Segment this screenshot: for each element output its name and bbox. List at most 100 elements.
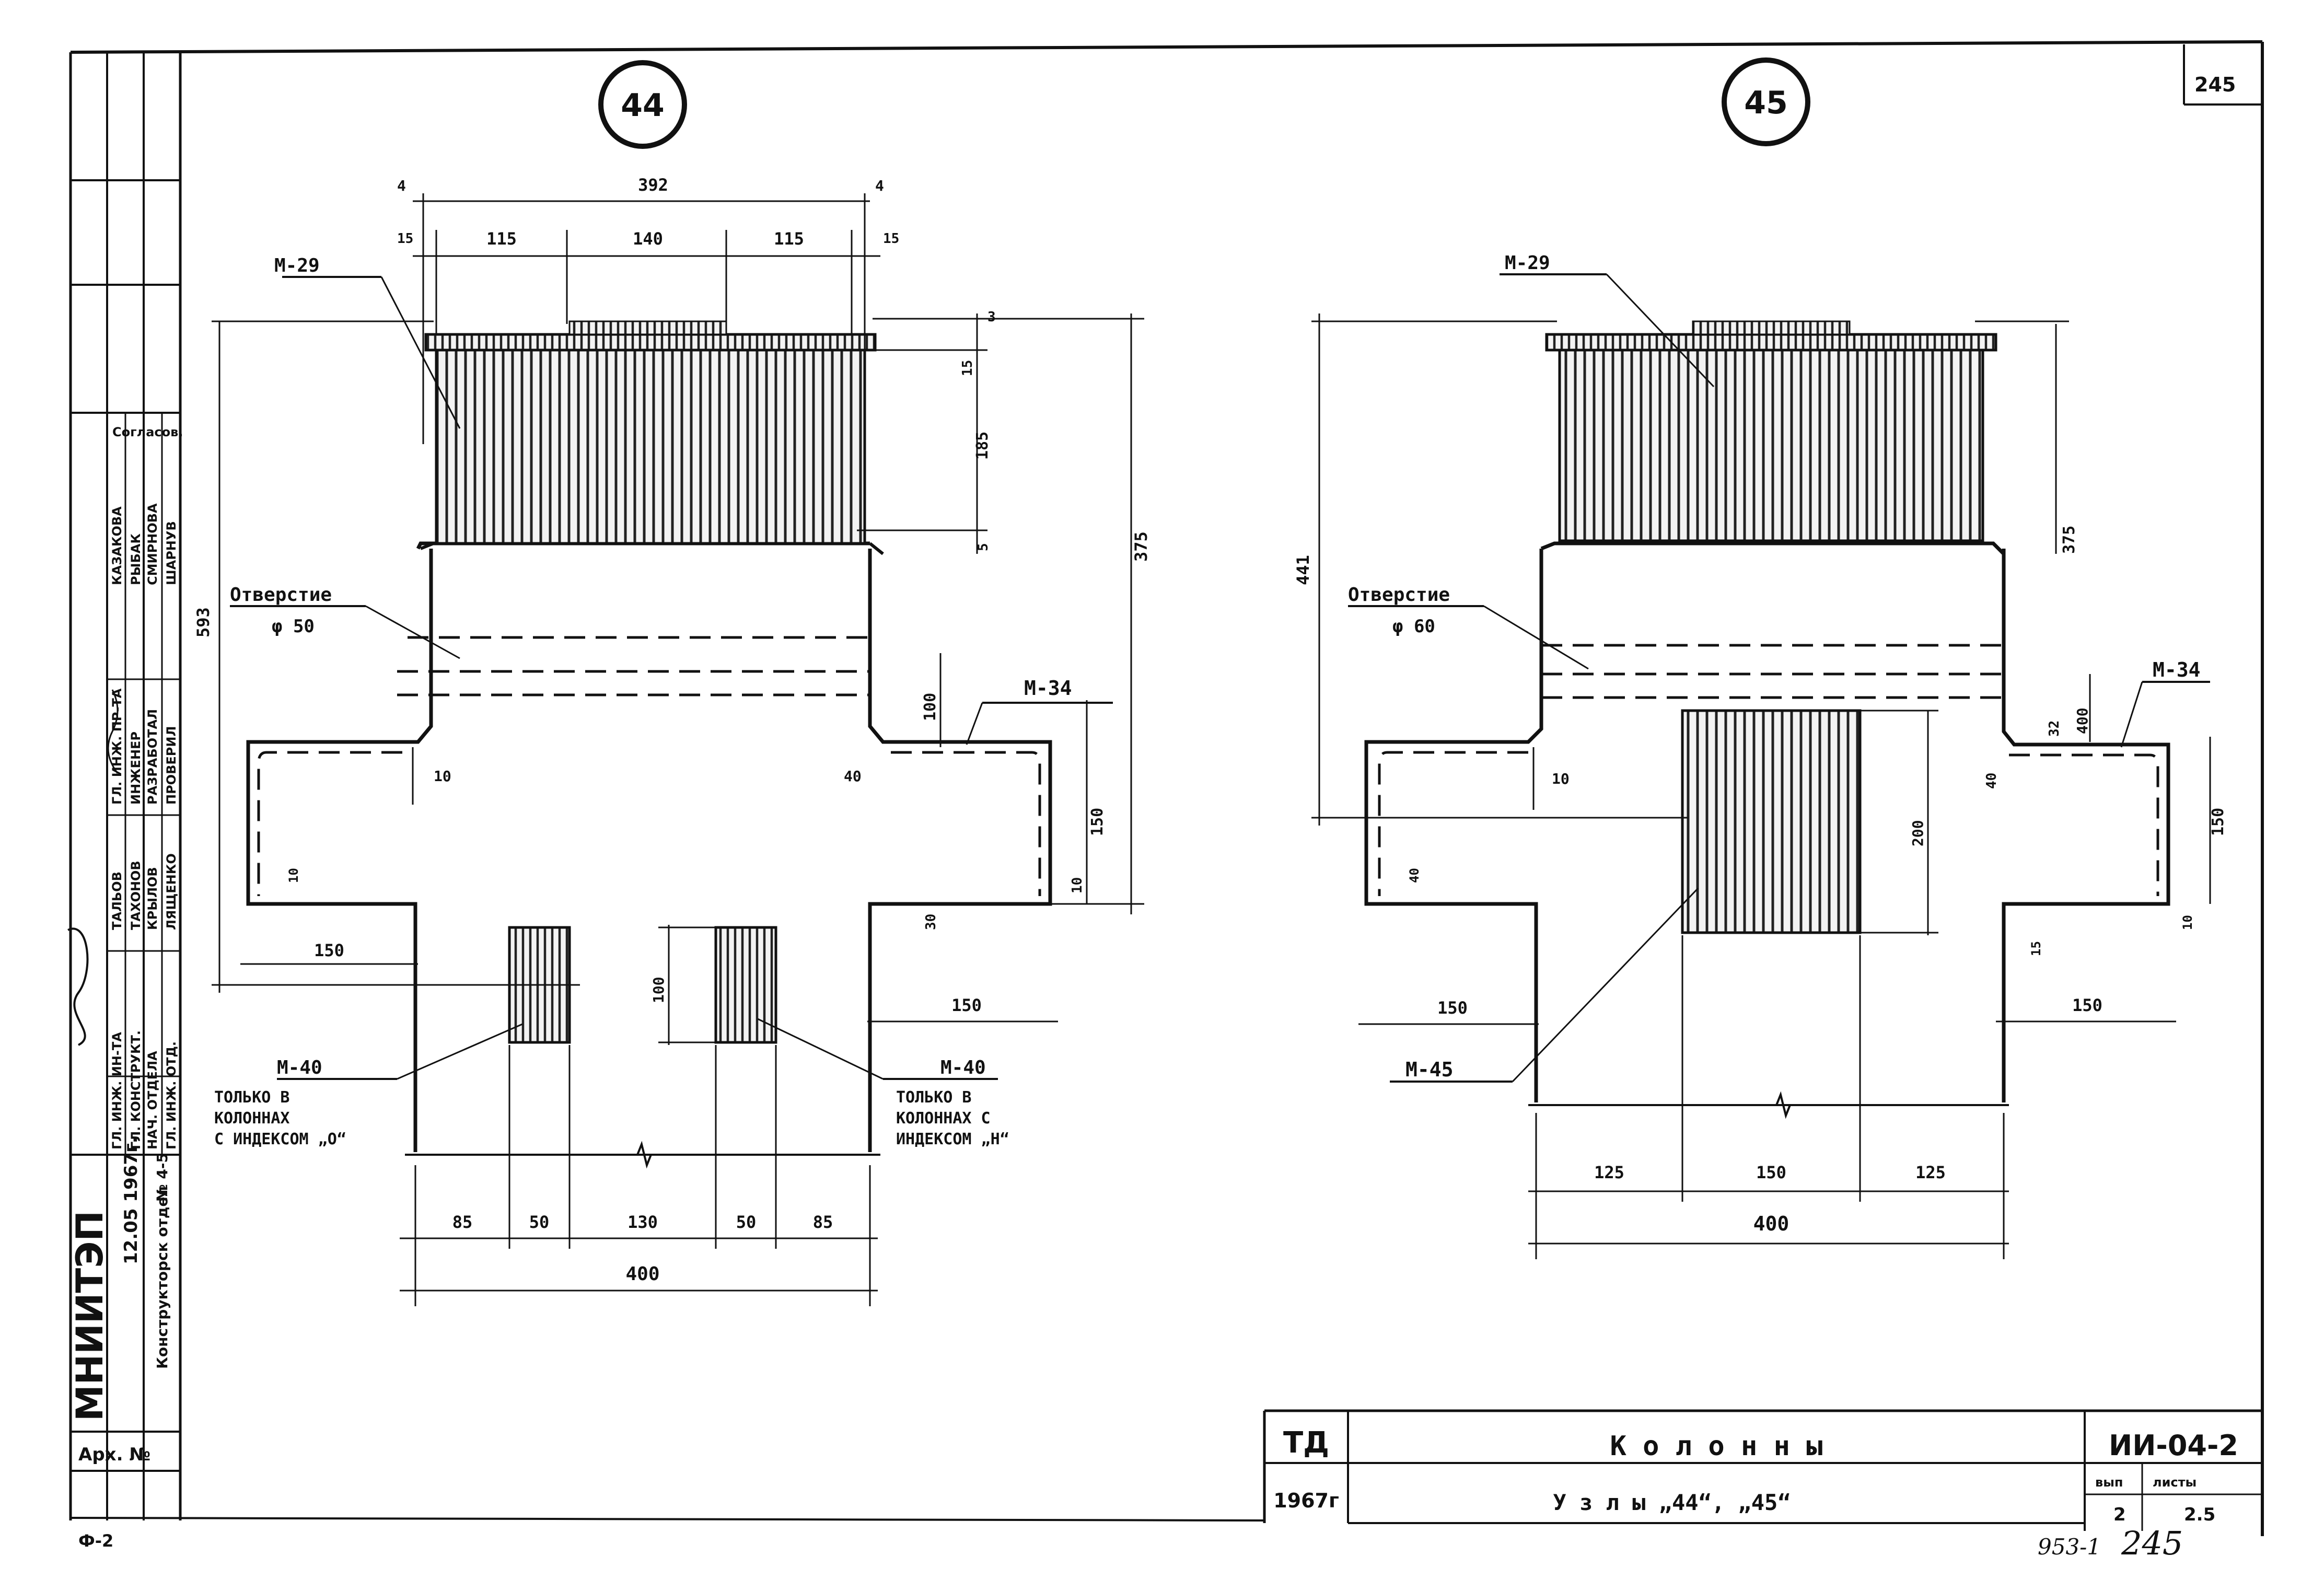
- hidden-bracket-left-44: [257, 751, 402, 896]
- title-list: 2.5: [2184, 1504, 2215, 1525]
- dim-375: 375: [1131, 531, 1151, 562]
- title-year: 1967г: [1273, 1489, 1339, 1512]
- dim-100: 100: [921, 693, 939, 721]
- dim-15-r45: 15: [2029, 941, 2043, 956]
- side-stamp: МНИИТЭП 12.05 1967г. Конструкторск отдел…: [67, 413, 183, 1465]
- dim-50-b: 50: [736, 1212, 757, 1232]
- plate-m40-right: [714, 926, 777, 1044]
- signature-mark: [67, 927, 89, 1046]
- format-label: Ф-2: [78, 1531, 113, 1551]
- label-dia-45: φ 60: [1392, 616, 1435, 637]
- page-number: 245: [2194, 73, 2236, 96]
- title-main: К о л о н н ы: [1610, 1431, 1823, 1462]
- hidden-bracket-right-45: [2009, 753, 2159, 896]
- stamp-row-3-role: НАЧ. ОТДЕЛА: [145, 1051, 160, 1149]
- note-left-1: ТОЛЬКО В: [214, 1088, 290, 1107]
- dim-5: 5: [975, 543, 991, 551]
- stamp-row-7-name: СМИРНОВА: [145, 503, 160, 585]
- dim-200: 200: [1909, 820, 1926, 846]
- dim-50-a: 50: [529, 1212, 550, 1232]
- note-left-2: КОЛОННАХ: [214, 1109, 290, 1128]
- stamp-row-8-name: ШАРНУВ: [164, 521, 179, 585]
- label-dia-44: φ 50: [272, 616, 315, 637]
- stamp-date: 12.05 1967г.: [121, 1136, 142, 1264]
- stamp-dept: Конструкторск отдел: [154, 1186, 171, 1369]
- dim-140: 140: [633, 229, 663, 249]
- plate-m45: [1681, 709, 1862, 934]
- title-vyp-label: вып: [2095, 1475, 2123, 1490]
- node-45-label: 45: [1744, 85, 1788, 121]
- label-m34-44: М-34: [1024, 677, 1072, 700]
- title-series: ИИ-04-2: [2109, 1429, 2238, 1462]
- stamp-row-7-role: РАЗРАБОТАЛ: [145, 709, 160, 805]
- stamp-row-1-role: ГЛ. ИНЖ. ИН-ТА: [110, 1032, 124, 1149]
- dim-32: 32: [2047, 721, 2062, 737]
- hatched-block-44: [435, 349, 866, 545]
- hidden-bracket-left-45: [1378, 751, 1528, 896]
- dim-150-right: 150: [951, 995, 982, 1015]
- archive-code: 953-1: [2038, 1534, 2101, 1560]
- dim-85-a: 85: [452, 1212, 473, 1232]
- dim-185: 185: [973, 432, 992, 460]
- dim-150-m: 150: [1756, 1163, 1786, 1182]
- plate-top-strip-45: [1692, 320, 1851, 335]
- dim-4-left: 4: [397, 177, 406, 194]
- stamp-row-6-role: ИНЖЕНЕР: [129, 731, 143, 805]
- note-right-1: ТОЛЬКО В: [896, 1088, 972, 1107]
- dim-441: 441: [1293, 555, 1313, 585]
- plate-top-strip-44: [568, 320, 727, 335]
- dim-400: 400: [625, 1263, 659, 1285]
- dim-150-left: 150: [314, 940, 344, 960]
- dim-40-right45: 40: [1984, 773, 2000, 789]
- label-m29-44: М-29: [274, 255, 320, 276]
- column-outline-45: [1364, 541, 2170, 1102]
- note-right-3: ИНДЕКСОМ „Н“: [896, 1130, 1009, 1148]
- plate-m29-45: [1545, 333, 1997, 352]
- page-number-box: 245: [2183, 44, 2262, 106]
- dim-40-left45: 40: [1407, 868, 1422, 883]
- label-m40-right: М-40: [940, 1057, 986, 1078]
- label-hole-45: Отверстие: [1348, 584, 1450, 606]
- stamp-arch: Арх. №: [78, 1444, 150, 1465]
- stamp-row-6-name: РЫБАК: [129, 533, 143, 585]
- dim-125-b: 125: [1915, 1163, 1946, 1182]
- dim-115-right: 115: [774, 229, 804, 249]
- signature-mark: [107, 689, 119, 774]
- dim-400-45: 400: [1753, 1212, 1790, 1235]
- dim-10-left-b: 10: [286, 868, 301, 883]
- stamp-approved: Согласов.: [112, 425, 183, 439]
- hidden-bracket-right-44: [891, 751, 1041, 896]
- node-45: 45 441 375 400 32 150 10 15 10 40 200: [1293, 57, 2227, 1259]
- label-hole-44: Отверстие: [230, 584, 332, 606]
- stamp-row-8-role: ПРОВЕРИЛ: [164, 726, 179, 805]
- dim-125-a: 125: [1594, 1163, 1624, 1182]
- label-m40-left: М-40: [277, 1057, 322, 1078]
- column-shoulder-44: [420, 542, 884, 555]
- dim-40-right: 40: [844, 768, 862, 785]
- dim-10-left: 10: [434, 768, 451, 785]
- dim-130: 130: [628, 1212, 658, 1232]
- column-outline-44: [246, 541, 1052, 1152]
- dim-15-r: 15: [960, 360, 975, 376]
- dim-15-left: 15: [397, 231, 413, 247]
- note-right-2: КОЛОННАХ С: [896, 1109, 991, 1128]
- dim-4-right: 4: [875, 177, 884, 194]
- dim-392: 392: [638, 175, 668, 195]
- dim-150-right45: 150: [2072, 995, 2102, 1015]
- label-m29-45: М-29: [1505, 252, 1550, 274]
- dim-150-r45: 150: [2209, 808, 2227, 836]
- dim-115-left: 115: [486, 229, 517, 249]
- label-m45: М-45: [1405, 1058, 1454, 1081]
- title-sub: У з л ы „44“, „45“: [1553, 1490, 1791, 1515]
- dim-85-b: 85: [813, 1212, 833, 1232]
- title-td: ТД: [1283, 1426, 1329, 1460]
- node-45-circle: [1722, 57, 1810, 146]
- stamp-sheet-ref: № 4-5: [154, 1153, 171, 1202]
- dim-15-right: 15: [883, 231, 899, 247]
- dim-400-r: 400: [2074, 707, 2091, 734]
- dim-150-left45: 150: [1437, 998, 1468, 1018]
- label-m34-45: М-34: [2153, 658, 2201, 681]
- dim-150-r: 150: [1088, 808, 1107, 836]
- stamp-row-5-name: КАЗАКОВА: [110, 506, 124, 585]
